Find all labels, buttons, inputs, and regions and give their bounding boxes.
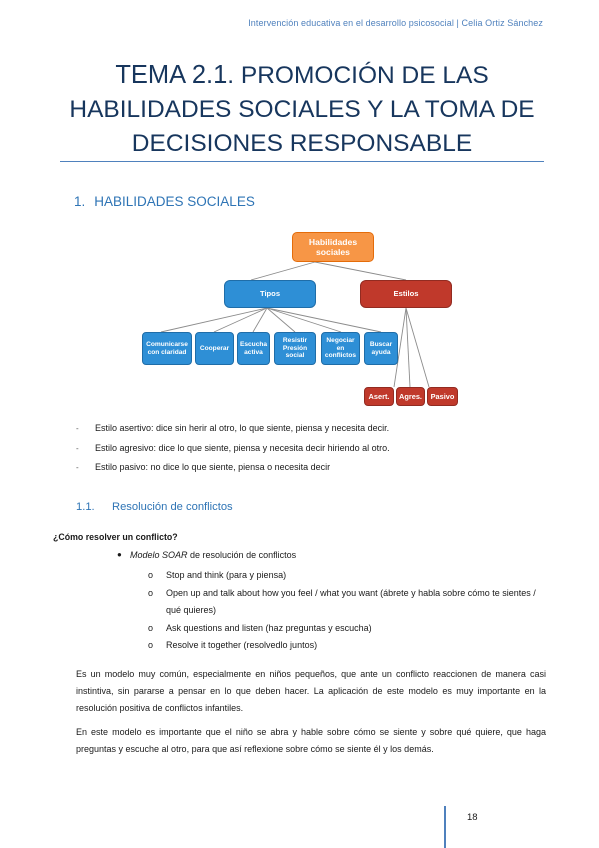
subsection-heading: 1.1. Resolución de conflictos bbox=[76, 501, 233, 513]
hierarchy-diagram: Habilidades sociales Tipos Estilos Comun… bbox=[140, 226, 470, 411]
subsection-number: 1.1. bbox=[76, 501, 95, 513]
running-header: Intervención educativa en el desarrollo … bbox=[248, 18, 543, 28]
bullet-dot: ● bbox=[117, 550, 122, 559]
section-number: 1. bbox=[74, 194, 86, 209]
diagram-estilo-node: Agres. bbox=[396, 387, 425, 406]
soar-description: de resolución de conflictos bbox=[187, 550, 297, 560]
footer-divider bbox=[444, 806, 447, 848]
title-number: TEMA 2.1 bbox=[115, 61, 228, 89]
title-text: . PROMOCIÓN DE LAS HABILIDADES SOCIALES … bbox=[69, 62, 535, 157]
dash-bullet: - bbox=[76, 463, 79, 472]
diagram-tipo-node: Buscar ayuda bbox=[364, 332, 398, 365]
diagram-estilos-node: Estilos bbox=[360, 280, 452, 308]
page-number: 18 bbox=[467, 812, 478, 823]
circle-bullet: o bbox=[148, 587, 154, 598]
soar-model-name: Modelo SOAR bbox=[130, 550, 188, 560]
diagram-root-node: Habilidades sociales bbox=[292, 232, 374, 262]
list-item: -Estilo pasivo: no dice lo que siente, p… bbox=[76, 458, 390, 478]
diagram-tipos-node: Tipos bbox=[224, 280, 316, 308]
section-heading: 1. HABILIDADES SOCIALES bbox=[74, 194, 255, 209]
body-paragraph: Es un modelo muy común, especialmente en… bbox=[76, 669, 546, 714]
question-heading: ¿Cómo resolver un conflicto? bbox=[53, 532, 178, 542]
body-paragraph: En este modelo es importante que el niño… bbox=[76, 727, 546, 755]
circle-bullet: o bbox=[148, 622, 154, 633]
list-item: -Estilo asertivo: dice sin herir al otro… bbox=[76, 419, 390, 439]
page-title: TEMA 2.1. PROMOCIÓN DE LAS HABILIDADES S… bbox=[60, 58, 544, 161]
styles-list: -Estilo asertivo: dice sin herir al otro… bbox=[76, 419, 390, 478]
circle-bullet: o bbox=[148, 640, 154, 650]
diagram-tipo-node: Comunicarse con claridad bbox=[142, 332, 192, 365]
circle-bullet: o bbox=[148, 570, 154, 580]
diagram-tipo-node: Resistir Presión social bbox=[274, 332, 316, 365]
diagram-tipo-node: Cooperar bbox=[195, 332, 234, 365]
diagram-tipo-node: Escucha activa bbox=[237, 332, 270, 365]
subsection-title: Resolución de conflictos bbox=[112, 501, 233, 513]
diagram-estilo-node: Pasivo bbox=[427, 387, 458, 406]
dash-bullet: - bbox=[76, 424, 79, 433]
diagram-connectors bbox=[160, 261, 430, 388]
title-divider bbox=[60, 161, 544, 162]
diagram-tipo-node: Negociar en conflictos bbox=[321, 332, 360, 365]
list-item: -Estilo agresivo: dice lo que siente, pi… bbox=[76, 439, 390, 459]
section-title: HABILIDADES SOCIALES bbox=[94, 194, 255, 209]
dash-bullet: - bbox=[76, 443, 79, 453]
soar-bullet: ● Modelo SOAR de resolución de conflicto… bbox=[117, 550, 296, 560]
diagram-estilo-node: Asert. bbox=[364, 387, 394, 406]
